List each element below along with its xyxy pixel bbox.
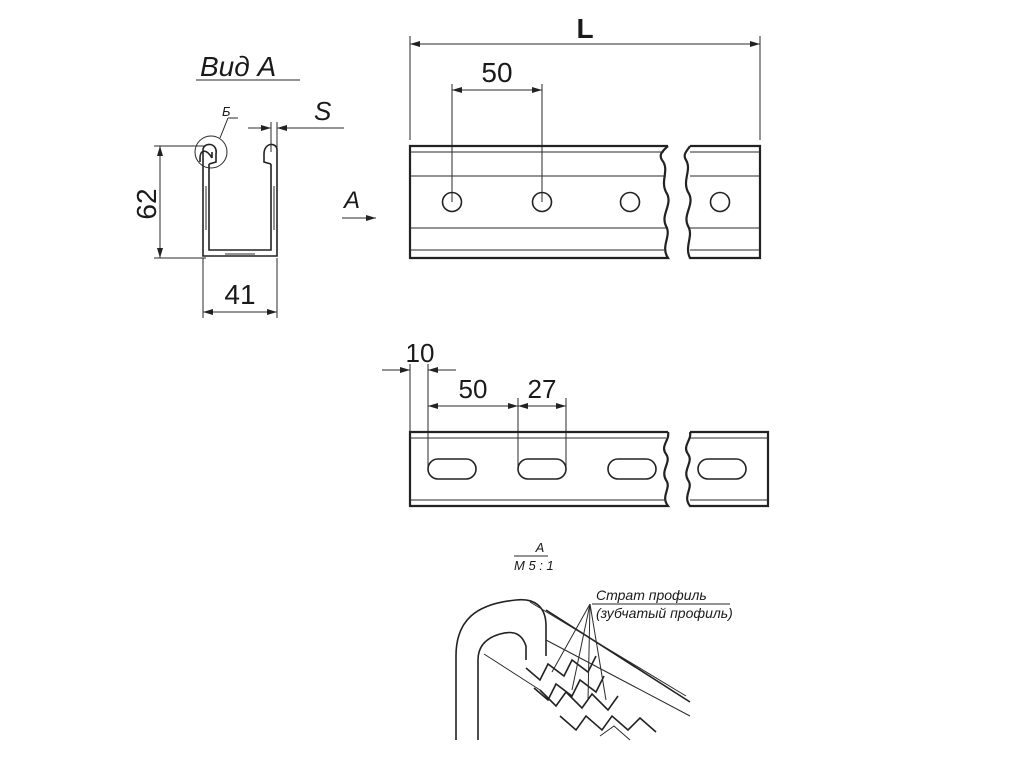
slot-pitch-dimension: 50	[459, 374, 488, 404]
detail-teeth-bottom	[599, 725, 631, 741]
callout-leader-2	[571, 603, 591, 691]
detail-scale-label: М 5 : 1	[514, 558, 554, 573]
slot-strip: 10 50 27	[382, 338, 770, 508]
slot-strip-right-piece	[684, 430, 770, 508]
callout-leader-3	[587, 603, 591, 701]
callout-line-1: Страт профиль	[596, 587, 707, 603]
detail-outer-profile	[455, 598, 691, 740]
width-dimension: 41	[224, 279, 255, 310]
arrow-a-label: А	[342, 187, 360, 214]
edge-offset-dimension: 10	[406, 338, 435, 368]
detail-inner-profile	[477, 631, 527, 740]
length-l-label: L	[576, 13, 593, 44]
round-hole	[619, 191, 641, 213]
view-a-label: Вид А	[200, 51, 276, 82]
channel-outline	[199, 143, 278, 257]
detail-inner-edge	[483, 653, 541, 691]
detail-b-circle	[194, 135, 228, 169]
section-view: Вид А Б S 62 41	[131, 51, 344, 318]
slot-hole	[427, 458, 477, 480]
slot-hole	[697, 458, 747, 480]
strip-right-piece	[683, 144, 762, 260]
hole-pitch-dimension: 50	[481, 57, 512, 88]
round-hole	[441, 191, 463, 213]
detail-b-leader	[219, 117, 229, 139]
detail-label-top: А	[535, 540, 545, 555]
detail-top-edge	[529, 601, 687, 697]
round-hole	[531, 191, 553, 213]
slot-length-dimension: 27	[528, 374, 557, 404]
detail-back-edge	[545, 639, 691, 717]
slot-hole	[517, 458, 567, 480]
detail-teeth	[525, 655, 657, 733]
callout-leader-4	[589, 603, 607, 701]
thickness-s-label: S	[314, 96, 332, 126]
slot-hole	[607, 458, 657, 480]
detail-b-label: Б	[222, 104, 231, 119]
height-dimension: 62	[131, 188, 162, 219]
round-hole	[709, 191, 731, 213]
view-direction-arrow: А	[342, 187, 376, 221]
callout-line-2: (зубчатый профиль)	[596, 605, 733, 621]
slot-strip-left-piece	[408, 430, 671, 508]
strip-left-piece	[408, 144, 671, 260]
round-hole-strip: L 50	[408, 13, 762, 260]
detail-view: А М 5 : 1 Страт профиль (зубчатый профил…	[455, 540, 733, 741]
callout-leader-1	[551, 603, 591, 673]
